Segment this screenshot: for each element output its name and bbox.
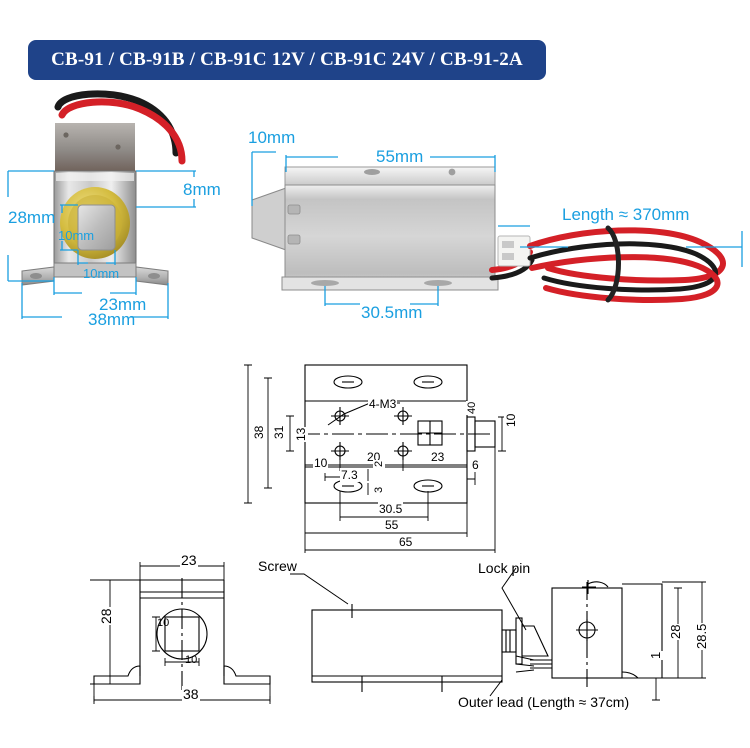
cad-top-13: 13 — [294, 426, 308, 442]
mount-slot-right — [424, 280, 452, 286]
dim-side-bracket-offset: 10mm — [248, 128, 296, 147]
side-view-photo — [251, 151, 726, 306]
dim-front-height: 28mm — [8, 208, 56, 227]
dimension-lines-side — [251, 151, 530, 306]
cad-front-38: 38 — [182, 686, 200, 702]
dimension-lines — [7, 170, 196, 319]
cad-top-3: 3 — [373, 485, 385, 494]
side-view-drawing — [290, 567, 549, 697]
cad-top-10: 10 — [313, 456, 329, 470]
red-wire — [58, 98, 186, 165]
cad-top-10-right: 10 — [504, 412, 518, 428]
cad-top-55: 55 — [384, 518, 400, 532]
cad-top-23: 23 — [430, 450, 446, 464]
plunger — [77, 204, 116, 251]
cad-top-7-3: 7.3 — [340, 468, 359, 482]
cad-top-2: 2 — [373, 459, 385, 468]
product-title-banner: CB-91 / CB-91B / CB-91C 12V / CB-91C 24V… — [28, 40, 546, 80]
cad-top-30-5: 30.5 — [378, 502, 404, 516]
cable-bundle — [527, 225, 726, 303]
cad-front-10-v: 10 — [157, 617, 170, 629]
cad-end-1: 1 — [648, 650, 663, 660]
cad-top-40: 40 — [466, 400, 478, 415]
dim-front-top-thickness: 8mm — [183, 180, 221, 199]
cable-length-dimension — [520, 231, 743, 267]
end-view-drawing — [515, 580, 706, 701]
cad-front-23: 23 — [180, 552, 198, 568]
cad-top-31: 31 — [272, 424, 286, 440]
callout-screw: Screw — [258, 558, 297, 574]
callout-lock-pin: Lock pin — [478, 560, 531, 576]
top-cover — [55, 123, 135, 173]
dim-cable-length: Length ≈ 370mm — [562, 205, 690, 224]
dim-front-plunger-width: 10mm — [83, 266, 120, 281]
dim-front-plunger-height: 10mm — [58, 228, 95, 243]
cad-front-28: 28 — [98, 607, 114, 625]
cad-top-38: 38 — [252, 424, 266, 440]
cad-top-4m3: 4-M3 — [368, 397, 398, 411]
page-title: CB-91 / CB-91B / CB-91C 12V / CB-91C 24V… — [51, 49, 523, 70]
cad-end-28: 28 — [668, 623, 683, 640]
jst-connector — [497, 235, 531, 267]
front-view-photo — [7, 90, 196, 319]
m3-holes — [331, 407, 412, 460]
cad-end-28-5: 28.5 — [694, 622, 709, 650]
cad-front-10-h: 10 — [185, 654, 198, 666]
side-body — [284, 184, 496, 289]
top-view-drawing — [244, 364, 506, 553]
dim-side-body-length: 55mm — [376, 147, 424, 166]
dim-front-overall-width: 38mm — [88, 310, 136, 329]
mount-slot-left — [311, 280, 339, 286]
cad-top-6: 6 — [471, 458, 480, 472]
side-top-lid — [284, 166, 496, 187]
callout-outer-lead: Outer lead (Length ≈ 37cm) — [458, 694, 630, 710]
top-dim-lines — [244, 364, 506, 553]
dim-side-hole-spacing: 30.5mm — [361, 303, 423, 322]
side-bracket — [251, 187, 287, 251]
front-view-drawing — [90, 562, 271, 704]
cad-top-65: 65 — [398, 535, 414, 549]
dim-front-body-width: 23mm — [99, 295, 147, 314]
